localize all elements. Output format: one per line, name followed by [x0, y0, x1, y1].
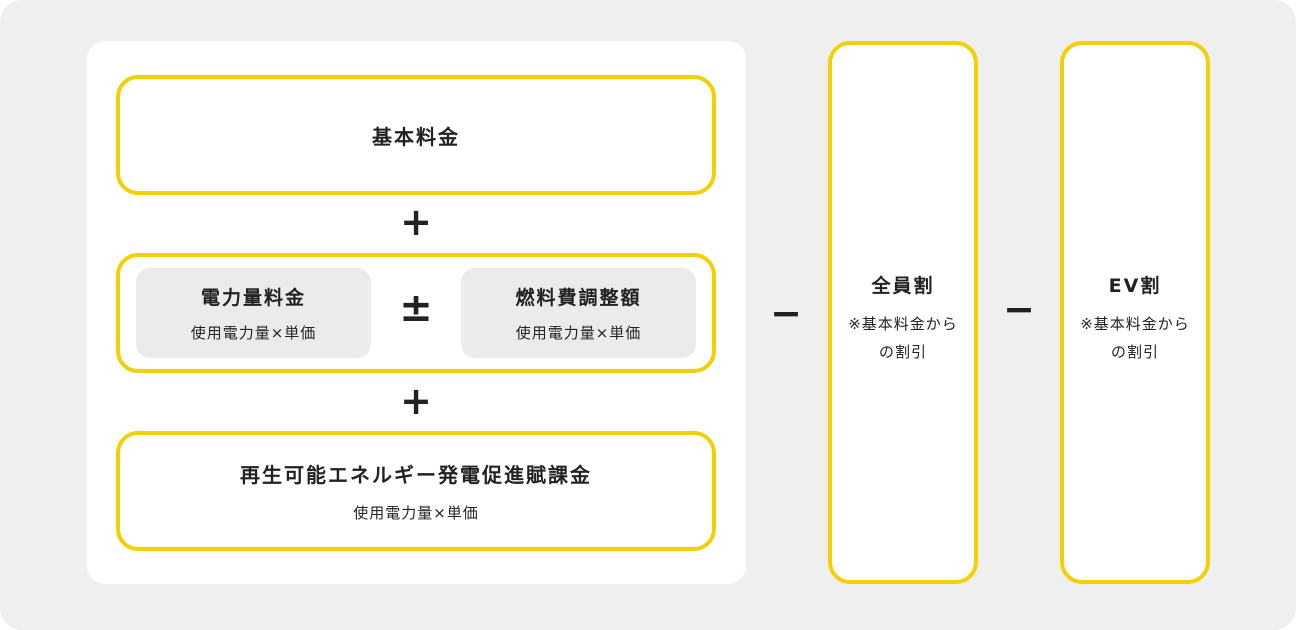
plus-icon: +: [400, 200, 432, 244]
basic-charge-title: 基本料金: [372, 124, 460, 149]
all-member-discount-title: 全員割: [871, 275, 935, 297]
all-member-discount-note: ※基本料金から の割引: [848, 310, 958, 366]
minus-icon: −: [770, 291, 802, 335]
plus-icon: +: [400, 379, 432, 423]
ev-discount-box: EV割 ※基本料金から の割引: [1060, 41, 1210, 584]
energy-charge-title: 電力量料金: [200, 287, 306, 309]
renewable-surcharge-box: 再生可能エネルギー発電促進賦課金 使用電力量×単価: [116, 431, 716, 551]
all-member-discount-note-line2: の割引: [878, 343, 927, 361]
fuel-adjustment-box: 燃料費調整額 使用電力量×単価: [461, 268, 696, 358]
all-member-discount-note-line1: ※基本料金から: [848, 315, 958, 333]
all-member-discount-box: 全員割 ※基本料金から の割引: [828, 41, 978, 584]
fuel-adjustment-title: 燃料費調整額: [515, 287, 642, 309]
ev-discount-note: ※基本料金から の割引: [1080, 310, 1190, 366]
renewable-surcharge-title: 再生可能エネルギー発電促進賦課金: [240, 463, 592, 487]
ev-discount-note-line2: の割引: [1110, 343, 1159, 361]
basic-charge-box: 基本料金: [116, 75, 716, 195]
fuel-adjustment-formula: 使用電力量×単価: [515, 324, 642, 342]
minus-icon: −: [1003, 287, 1035, 331]
energy-charge-formula: 使用電力量×単価: [190, 324, 317, 342]
renewable-surcharge-formula: 使用電力量×単価: [353, 504, 479, 522]
plus-minus-icon: ±: [399, 285, 433, 331]
energy-charge-box: 電力量料金 使用電力量×単価: [136, 268, 371, 358]
ev-discount-note-line1: ※基本料金から: [1080, 315, 1190, 333]
ev-discount-title: EV割: [1108, 275, 1162, 297]
